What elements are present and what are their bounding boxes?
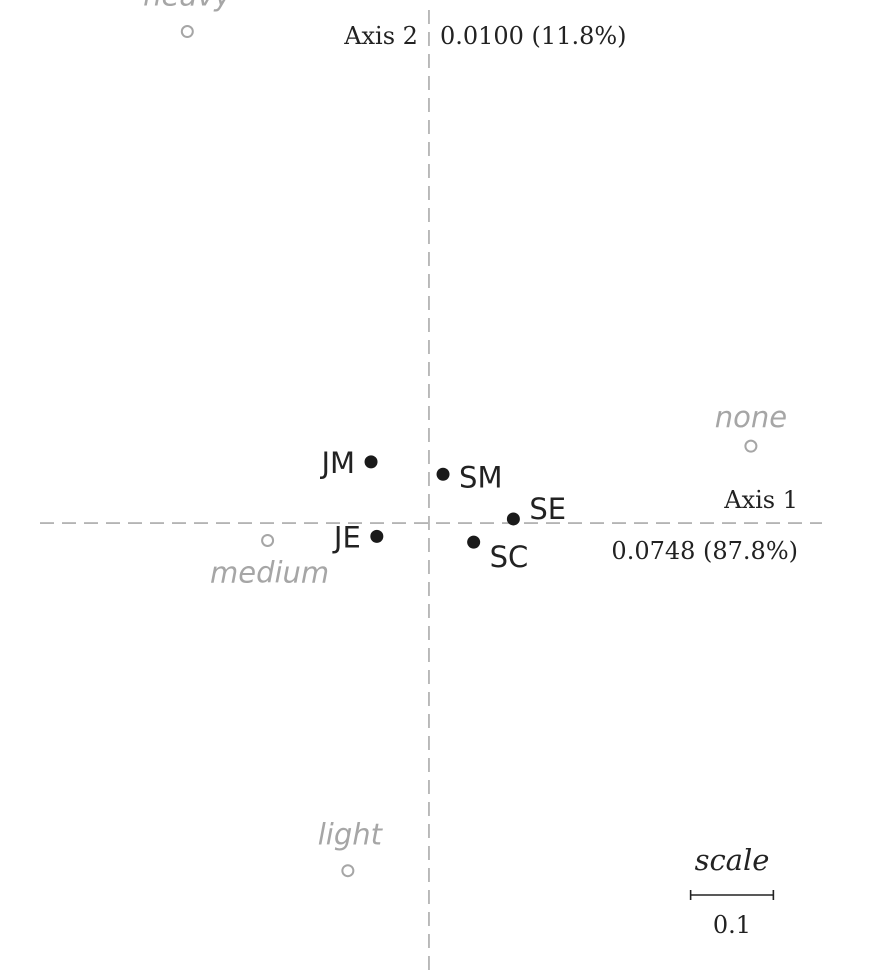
axis-1-label: Axis 1 (723, 486, 798, 514)
scale-value: 0.1 (713, 911, 751, 939)
scale-legend: scale 0.1 (689, 843, 775, 939)
axis-2-label: Axis 2 (343, 22, 418, 50)
point-jm (364, 455, 378, 469)
scale-title: scale (695, 843, 770, 877)
point-medium (261, 533, 275, 547)
axis-1-inertia: 0.0748 (87.8%) (611, 537, 798, 565)
point-label-sc: SC (490, 540, 529, 574)
point-label-light: light (318, 818, 384, 852)
point-sm (436, 467, 450, 481)
point-sc (467, 535, 481, 549)
points-layer: JM SM SE JE SC heavy none medium light (143, 0, 787, 878)
scale-bar (689, 890, 775, 900)
point-label-se: SE (529, 492, 566, 526)
point-label-heavy: heavy (143, 0, 232, 13)
axis-2-inertia: 0.0100 (11.8%) (440, 22, 627, 50)
point-light (341, 864, 355, 878)
point-label-none: none (715, 400, 787, 434)
point-se (506, 512, 520, 526)
point-none (744, 439, 758, 453)
point-label-je: JE (332, 520, 361, 554)
point-label-jm: JM (319, 446, 355, 480)
point-heavy (180, 25, 194, 39)
point-label-sm: SM (459, 460, 502, 494)
point-label-medium: medium (210, 555, 329, 589)
point-je (370, 529, 384, 543)
